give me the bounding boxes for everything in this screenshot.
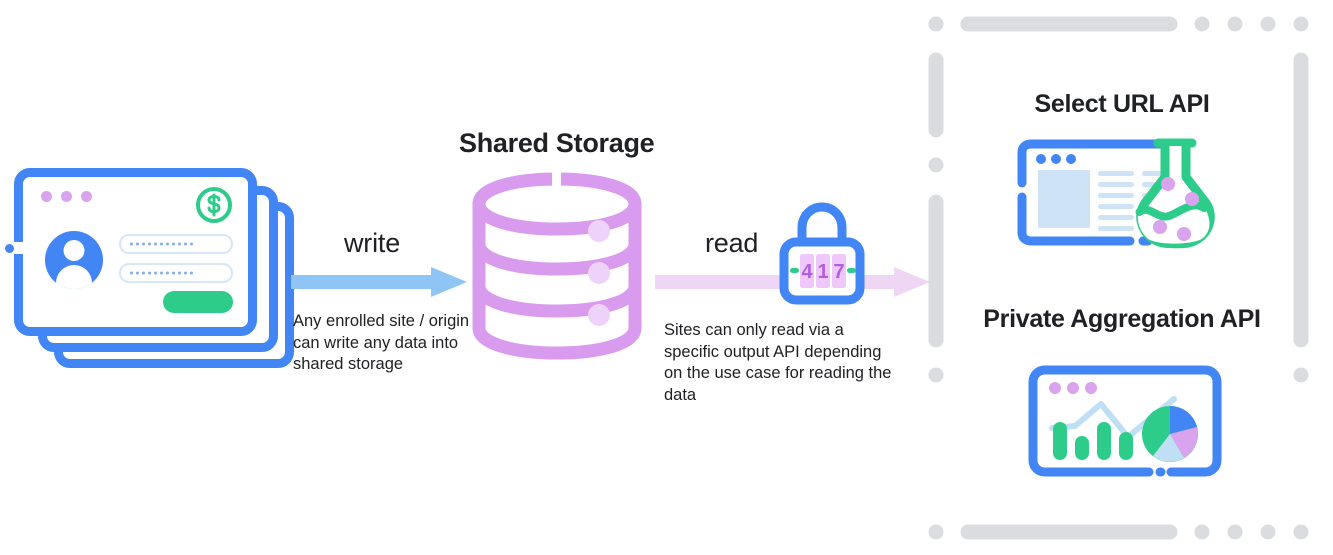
lock-digit-1: 4 [801, 261, 813, 283]
private-aggregation-api-title: Private Aggregation API [983, 305, 1261, 333]
output-apis-panel: Select URL API [922, 10, 1322, 546]
select-url-api-title: Select URL API [1034, 90, 1210, 118]
dashed-panel-border [928, 16, 1309, 540]
submit-button[interactable] [163, 291, 233, 313]
password-field-1[interactable] [119, 234, 233, 254]
window-dots [41, 191, 92, 202]
dollar-circle-icon [196, 187, 232, 223]
write-label: write [344, 228, 401, 258]
read-label: read [705, 228, 759, 258]
lock-digit-3: 7 [833, 261, 844, 283]
card-border-notch-dot [5, 244, 14, 253]
lock-digit-2: 1 [817, 261, 828, 283]
password-dots-2 [130, 271, 193, 275]
write-arrow-icon [291, 267, 467, 297]
card-border-notch [13, 242, 24, 254]
enrolled-sites-card-stack [5, 168, 299, 368]
password-field-2[interactable] [119, 263, 233, 283]
avatar-head [63, 240, 85, 261]
window-dot-2 [61, 191, 72, 202]
combination-lock-icon: 4 1 7 [778, 202, 866, 306]
browser-with-flask-icon [1012, 135, 1227, 250]
browser-with-charts-icon [1025, 362, 1225, 487]
database-cylinder-icon [466, 172, 648, 360]
card-front [14, 168, 257, 336]
window-dot-1 [41, 191, 52, 202]
avatar-body [56, 265, 92, 289]
shared-storage-title: Shared Storage [459, 128, 655, 158]
read-note: Sites can only read via a specific outpu… [664, 321, 892, 404]
window-dot-3 [81, 191, 92, 202]
password-dots-1 [130, 242, 193, 246]
write-note: Any enrolled site / origin can write any… [293, 312, 470, 373]
user-avatar-icon [45, 231, 103, 289]
